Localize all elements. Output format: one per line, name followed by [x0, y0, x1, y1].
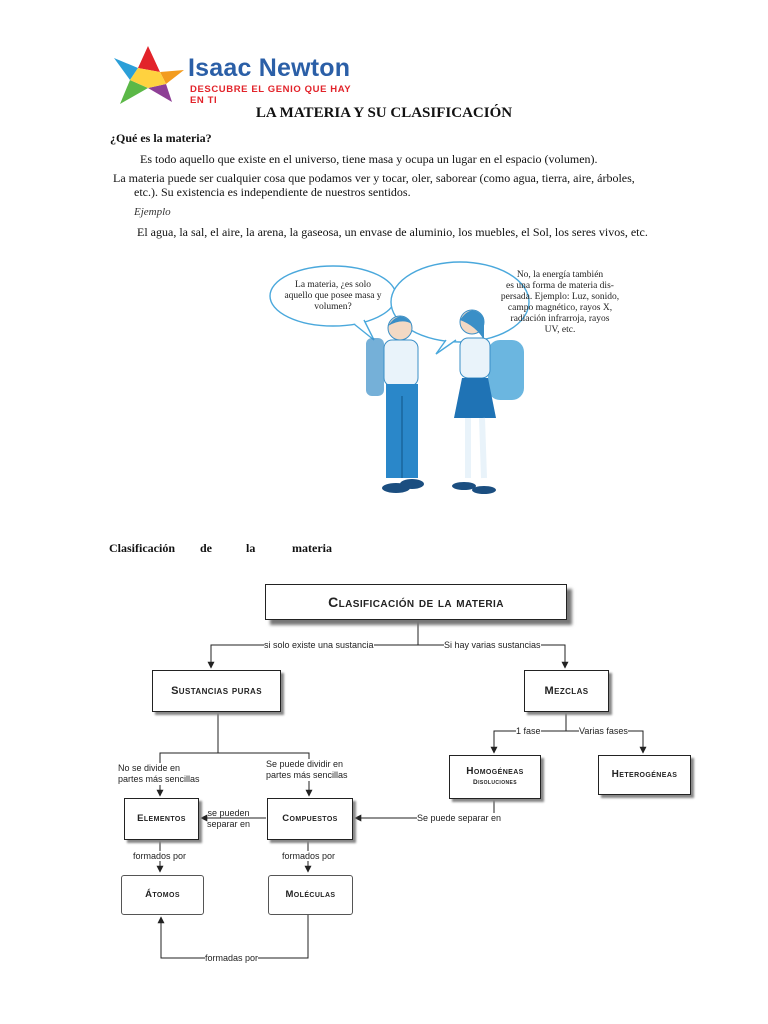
node-atoms: Átomos	[121, 875, 204, 915]
paragraph-line-1: La materia puede ser cualquier cosa que …	[113, 171, 635, 185]
speech-bubble-right-text: No, la energía también es una forma de m…	[500, 270, 620, 335]
edge-label-single-substance: si solo existe una sustancia	[264, 640, 374, 650]
edge-label-formed-by-feminine: formadas por	[205, 953, 259, 963]
girl-figure	[452, 309, 524, 494]
edge-label-mix-separate: Se puede separar en	[417, 813, 502, 823]
page-title: LA MATERIA Y SU CLASIFICACIÓN	[255, 105, 513, 121]
example-text: El agua, la sal, el aire, la arena, la g…	[137, 225, 648, 239]
edge-label-not-divisible: No se divide en partes más sencillas	[118, 763, 200, 785]
edge-label-separable: se pueden separar en	[207, 808, 251, 829]
edge-label-formed-by-molecules: formados por	[282, 851, 336, 861]
boy-figure	[366, 315, 424, 493]
logo: Isaac Newton DESCUBRE EL GENIO QUE HAY E…	[108, 44, 368, 106]
speech-bubble-left-text: La materia, ¿es solo aquello que posee m…	[284, 280, 382, 312]
question-heading: ¿Qué es la materia?	[110, 131, 212, 145]
edge-label-several-substances: Si hay varias sustancias	[444, 640, 541, 650]
edge-label-one-phase: 1 fase	[516, 726, 541, 736]
node-compounds: Compuestos	[267, 798, 353, 840]
node-root: Clasificación de la materia	[265, 584, 567, 620]
illustration	[269, 261, 530, 494]
edge-label-formed-by-atoms: formados por	[133, 851, 187, 861]
paragraph-line-2: etc.). Su existencia es independiente de…	[134, 185, 411, 199]
example-label: Ejemplo	[134, 206, 171, 218]
node-elements: Elementos	[124, 798, 199, 840]
logo-name: Isaac Newton	[188, 54, 351, 82]
edge-label-many-phases: Varias fases	[579, 726, 628, 736]
edge-label-divisible: Se puede dividir en partes más sencillas	[266, 759, 348, 781]
node-mixtures: Mezclas	[524, 670, 609, 712]
node-heterogeneous: Heterogéneas	[598, 755, 691, 795]
logo-tagline: DESCUBRE EL GENIO QUE HAY EN TI	[190, 84, 352, 106]
logo-star-icon	[114, 46, 184, 104]
node-homogeneous: Homogéneas Disoluciones	[449, 755, 541, 799]
node-molecules: Moléculas	[268, 875, 353, 915]
definition-text: Es todo aquello que existe en el univers…	[140, 152, 598, 166]
node-pure-substances: Sustancias puras	[152, 670, 281, 712]
speech-bubble-right	[390, 261, 530, 343]
